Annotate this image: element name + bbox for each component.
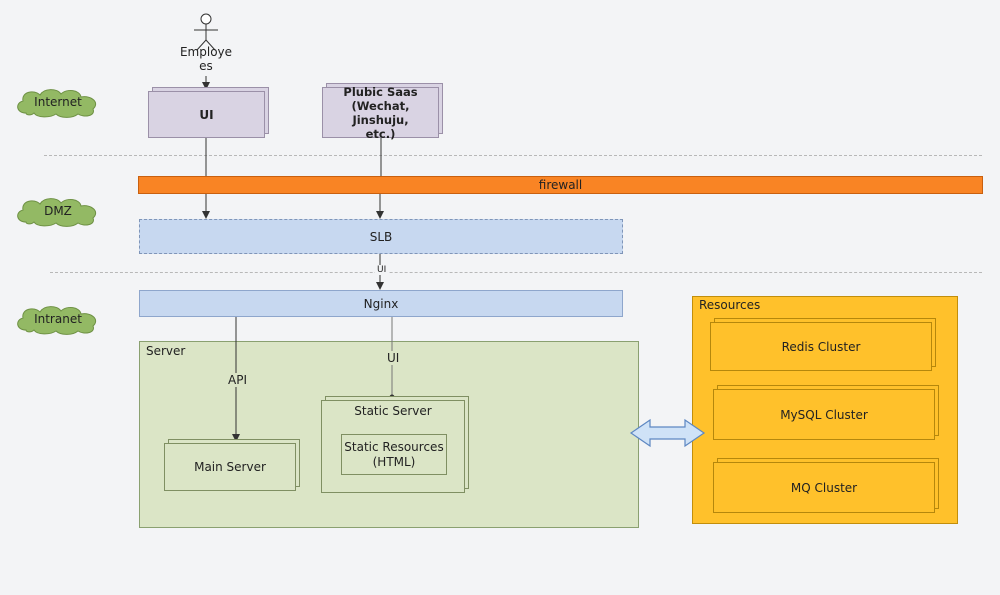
main-server-node[interactable]: Main Server xyxy=(164,439,300,491)
cloud-icon xyxy=(17,89,97,118)
zone-intranet: Intranet xyxy=(12,303,104,335)
zone-dmz-label: DMZ xyxy=(44,204,72,218)
mq-cluster-node[interactable]: MQ Cluster xyxy=(713,458,939,513)
zone-separator-dmz xyxy=(44,155,982,156)
public-saas-node[interactable]: Plubic Saas (Wechat, Jinshuju, etc.) xyxy=(322,83,443,141)
saas-label-line3: etc.) xyxy=(365,126,396,141)
zone-dmz: DMZ xyxy=(12,195,104,227)
actor-label: Employe es xyxy=(176,45,236,73)
mq-cluster-label: MQ Cluster xyxy=(790,480,858,495)
zone-intranet-label: Intranet xyxy=(34,312,82,326)
actor-label-line2: es xyxy=(199,59,213,73)
mysql-cluster-node[interactable]: MySQL Cluster xyxy=(713,385,939,440)
nginx-label: Nginx xyxy=(363,296,399,311)
redis-cluster-label: Redis Cluster xyxy=(781,339,861,354)
main-server-label: Main Server xyxy=(194,460,266,474)
saas-label-line1: Plubic Saas xyxy=(343,84,418,99)
saas-label-line2: (Wechat, Jinshuju, xyxy=(351,98,410,127)
static-resources-node[interactable]: Static Resources (HTML) xyxy=(341,434,447,475)
ui-node-label: UI xyxy=(199,107,214,122)
server-group-label: Server xyxy=(146,344,186,358)
redis-cluster-node[interactable]: Redis Cluster xyxy=(710,318,936,371)
user-icon xyxy=(194,13,218,51)
firewall-label: firewall xyxy=(538,178,583,192)
resources-group-label: Resources xyxy=(699,298,761,312)
edge-label-nginx-main: API xyxy=(226,373,249,387)
slb-label: SLB xyxy=(369,229,393,244)
static-resources-label-line2: (HTML) xyxy=(372,454,416,469)
firewall-bar[interactable]: firewall xyxy=(138,176,983,194)
static-resources-label-line1: Static Resources xyxy=(344,439,444,454)
ui-node[interactable]: UI xyxy=(148,87,269,138)
zone-internet-label: Internet xyxy=(34,95,82,109)
cloud-icon xyxy=(17,306,97,335)
zone-separator-intranet xyxy=(50,272,982,273)
mysql-cluster-label: MySQL Cluster xyxy=(780,407,868,422)
zone-internet: Internet xyxy=(12,86,104,118)
cloud-icon xyxy=(17,198,97,227)
edge-label-slb-nginx: UI xyxy=(375,265,389,275)
actor-label-line1: Employe xyxy=(179,45,233,59)
nginx-node[interactable]: Nginx xyxy=(139,290,623,317)
static-server-label: Static Server xyxy=(354,404,432,418)
edge-label-nginx-static: UI xyxy=(385,351,402,365)
slb-node[interactable]: SLB xyxy=(139,219,623,254)
